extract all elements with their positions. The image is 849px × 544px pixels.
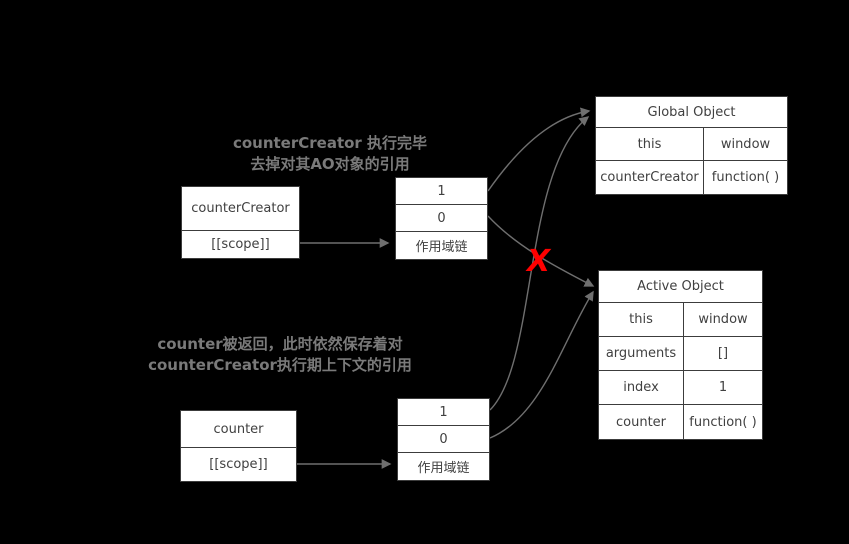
global-object-row-countercreator-key: counterCreator bbox=[596, 161, 704, 194]
annotation-top-line1: counterCreator 执行完毕 bbox=[232, 134, 428, 152]
active-object-row-arguments-key: arguments bbox=[599, 337, 684, 371]
active-object-row-counter-key: counter bbox=[599, 405, 684, 439]
global-object-row-this-key: this bbox=[596, 128, 704, 161]
active-object-row-this-value: window bbox=[684, 303, 762, 337]
countercreator-function-box: counterCreator [[scope]] bbox=[181, 186, 300, 259]
arrow-bottom-chain-to-active-object bbox=[489, 290, 594, 439]
countercreator-label: counterCreator bbox=[182, 187, 299, 231]
active-object-row-this-key: this bbox=[599, 303, 684, 337]
counter-scope-chain-box: 1 0 作用域链 bbox=[397, 398, 490, 481]
chain-top-index-1: 1 bbox=[396, 178, 487, 205]
countercreator-scope-chain-box: 1 0 作用域链 bbox=[395, 177, 488, 260]
annotation-bottom-line1: counter被返回，此时依然保存着对 bbox=[157, 335, 403, 353]
counter-scope-property: [[scope]] bbox=[209, 457, 268, 472]
active-object-row-arguments-value: [] bbox=[684, 337, 762, 371]
active-object-row-counter-value: function( ) bbox=[689, 414, 757, 430]
counter-function-box: counter [[scope]] bbox=[180, 410, 297, 482]
chain-top-label: 作用域链 bbox=[415, 240, 468, 255]
active-object-row-index-value: 1 bbox=[684, 371, 762, 405]
removed-reference-x-mark: X bbox=[527, 244, 551, 279]
chain-top-index-0: 0 bbox=[396, 205, 487, 232]
active-object-row-index-key: index bbox=[599, 371, 684, 405]
annotation-bottom-line2: counterCreator执行期上下文的引用 bbox=[148, 356, 412, 374]
counter-label: counter bbox=[181, 411, 296, 448]
chain-bottom-label: 作用域链 bbox=[417, 461, 470, 476]
annotation-counter-returned: counter被返回，此时依然保存着对 counterCreator执行期上下文… bbox=[120, 334, 440, 376]
global-object-row-countercreator-value: function( ) bbox=[711, 170, 780, 185]
global-object-title: Global Object bbox=[596, 97, 787, 128]
chain-bottom-index-1: 1 bbox=[398, 399, 489, 426]
arrow-top-chain-to-global-object bbox=[487, 107, 591, 192]
annotation-countercreator-finished: counterCreator 执行完毕 去掉对其AO对象的引用 bbox=[175, 133, 485, 175]
global-object-row-this-value: window bbox=[704, 128, 787, 161]
active-object-table: Active Object this window arguments [] i… bbox=[598, 270, 763, 440]
countercreator-scope-property: [[scope]] bbox=[211, 237, 270, 252]
chain-bottom-index-0: 0 bbox=[398, 426, 489, 453]
annotation-top-line2: 去掉对其AO对象的引用 bbox=[250, 155, 410, 173]
global-object-table: Global Object this window counterCreator… bbox=[595, 96, 788, 195]
active-object-title: Active Object bbox=[599, 271, 762, 303]
